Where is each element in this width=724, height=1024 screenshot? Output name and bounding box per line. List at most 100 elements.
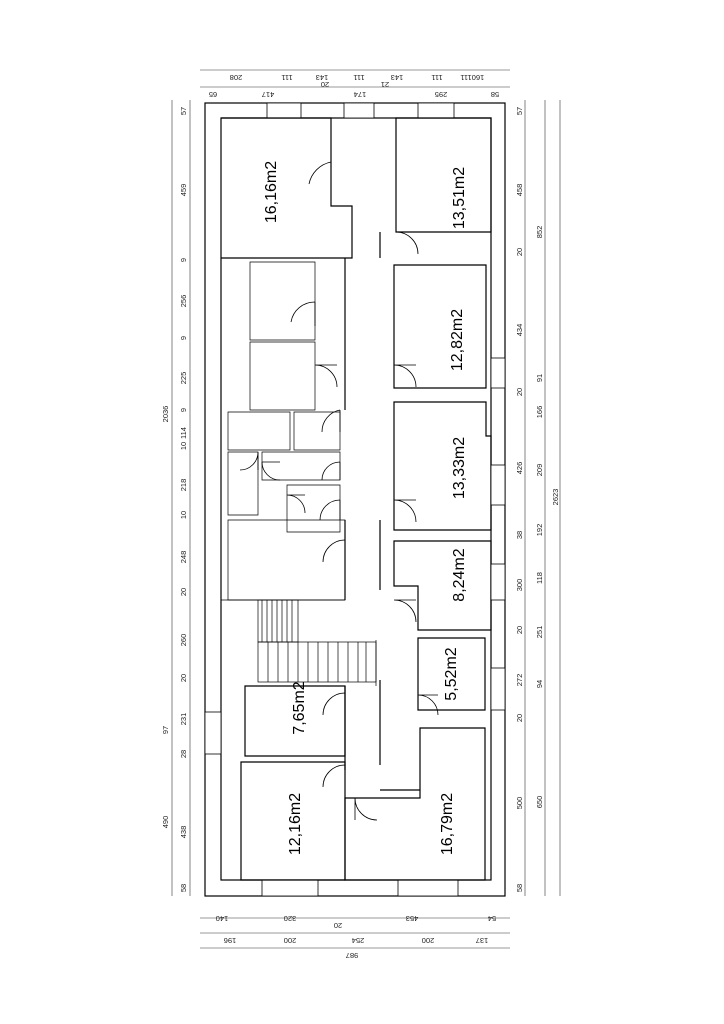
- dims-bottom-outer: 987: [346, 951, 359, 960]
- svg-text:20: 20: [515, 626, 524, 634]
- svg-text:225: 225: [179, 372, 188, 385]
- closet-outline-1: [249, 261, 316, 341]
- svg-text:20: 20: [515, 714, 524, 722]
- svg-text:38: 38: [515, 531, 524, 539]
- svg-text:417: 417: [262, 90, 275, 99]
- svg-text:9: 9: [179, 336, 188, 340]
- svg-text:490: 490: [161, 816, 170, 829]
- svg-text:140: 140: [216, 914, 229, 923]
- room-outline-1: [221, 117, 353, 259]
- dims-top-outer: 208 111 143 20 111 21 143 111 111 160: [230, 73, 485, 89]
- svg-text:272: 272: [515, 674, 524, 687]
- dims-bottom-mid: 196 200 254 200 137: [224, 936, 489, 945]
- svg-text:174: 174: [354, 90, 367, 99]
- svg-text:137: 137: [476, 936, 489, 945]
- dims-left-outer: 2036 97 490: [161, 406, 170, 829]
- svg-text:500: 500: [515, 797, 524, 810]
- svg-text:111: 111: [431, 73, 442, 82]
- svg-text:114: 114: [179, 427, 188, 439]
- svg-text:143: 143: [391, 73, 404, 82]
- svg-text:58: 58: [515, 884, 524, 892]
- room-area-5: 8,24m2: [451, 548, 468, 601]
- svg-text:2623: 2623: [551, 489, 560, 506]
- svg-text:459: 459: [179, 184, 188, 197]
- svg-text:196: 196: [224, 936, 237, 945]
- svg-text:200: 200: [284, 936, 297, 945]
- window-top-2: [343, 102, 375, 119]
- side-windows: [204, 357, 506, 755]
- room-outline-7: [344, 727, 486, 881]
- svg-text:438: 438: [179, 826, 188, 839]
- room-area-3: 12,82m2: [449, 309, 466, 371]
- svg-text:9: 9: [179, 408, 188, 412]
- svg-text:300: 300: [515, 579, 524, 592]
- svg-text:434: 434: [515, 324, 524, 337]
- svg-text:295: 295: [435, 90, 448, 99]
- window-top-1: [266, 102, 302, 119]
- dims-right-mid: 852 91 166 209 192 118 251 94 650: [535, 226, 544, 809]
- room-outline-2: [395, 117, 492, 233]
- svg-text:20: 20: [321, 80, 329, 89]
- svg-text:111: 111: [281, 73, 292, 82]
- svg-text:248: 248: [179, 551, 188, 564]
- staircase: [257, 599, 377, 683]
- svg-text:251: 251: [535, 626, 544, 639]
- room-area-1: 16,16m2: [263, 161, 280, 223]
- room-outline-8: [240, 761, 346, 881]
- svg-text:254: 254: [352, 936, 365, 945]
- svg-text:20: 20: [179, 674, 188, 682]
- svg-text:57: 57: [515, 107, 524, 115]
- svg-text:65: 65: [209, 90, 217, 99]
- svg-text:57: 57: [179, 107, 188, 115]
- svg-text:20: 20: [334, 921, 342, 930]
- svg-text:10: 10: [179, 511, 188, 519]
- room-area-2: 13,51m2: [451, 167, 468, 229]
- svg-text:21: 21: [381, 80, 389, 89]
- svg-text:111: 111: [353, 73, 364, 82]
- svg-text:28: 28: [179, 750, 188, 758]
- room-area-8: 12,16m2: [287, 793, 304, 855]
- svg-text:143: 143: [316, 73, 329, 82]
- svg-text:166: 166: [535, 406, 544, 419]
- door-swings: [239, 161, 439, 821]
- svg-text:987: 987: [346, 951, 359, 960]
- room-outline-5: [393, 540, 492, 631]
- svg-text:10: 10: [179, 442, 188, 450]
- svg-text:256: 256: [179, 295, 188, 308]
- room-area-9: 16,79m2: [439, 793, 456, 855]
- svg-text:9: 9: [179, 258, 188, 262]
- room-outline-4: [393, 401, 492, 531]
- svg-text:200: 200: [422, 936, 435, 945]
- bathroom-outline-1: [227, 411, 291, 451]
- svg-text:118: 118: [535, 572, 544, 584]
- svg-text:20: 20: [515, 248, 524, 256]
- svg-text:91: 91: [535, 374, 544, 382]
- svg-text:2036: 2036: [161, 406, 170, 423]
- svg-text:453: 453: [406, 914, 419, 923]
- window-bottom-1: [261, 879, 319, 897]
- dims-right-inner: 57 458 20 434 20 426 38 300 20 272 20 50…: [515, 107, 524, 892]
- window-bottom-2: [397, 879, 459, 897]
- room-outline-6: [417, 637, 486, 711]
- svg-text:650: 650: [535, 796, 544, 809]
- room-area-6: 5,52m2: [443, 647, 460, 700]
- svg-text:58: 58: [179, 884, 188, 892]
- bathroom-outline-5: [286, 484, 341, 533]
- svg-text:458: 458: [515, 184, 524, 197]
- closet-outline-2: [249, 341, 316, 411]
- window-top-3: [417, 102, 455, 119]
- svg-text:111: 111: [460, 73, 471, 82]
- svg-text:192: 192: [535, 524, 544, 537]
- svg-text:260: 260: [179, 634, 188, 647]
- svg-text:209: 209: [535, 464, 544, 477]
- svg-text:160: 160: [472, 73, 485, 82]
- bathroom-outline-3: [227, 451, 259, 516]
- corridor-wall-right: [379, 232, 420, 791]
- svg-text:208: 208: [230, 73, 243, 82]
- room-area-7: 7,65m2: [291, 681, 308, 734]
- dims-bottom-inner: 140 320 20 453 54: [216, 914, 496, 930]
- room-outline-3: [393, 264, 487, 389]
- svg-text:94: 94: [535, 680, 544, 688]
- bathroom-outline-2: [293, 411, 341, 451]
